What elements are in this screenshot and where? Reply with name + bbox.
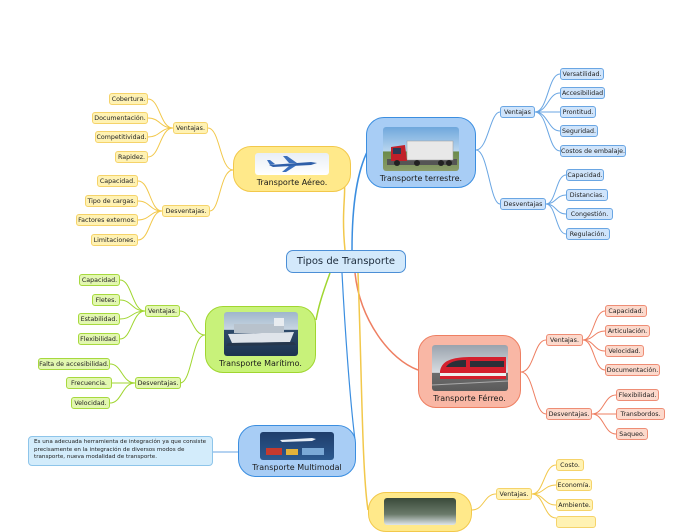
ship-image <box>223 312 298 356</box>
maritimo-desventaja-item[interactable]: Frecuencia. <box>66 377 112 389</box>
aereo-desventajas[interactable]: Desventajas. <box>162 205 210 217</box>
aereo-desventaja-item[interactable]: Limitaciones. <box>91 234 138 246</box>
aereo-desventaja-item[interactable]: Capacidad. <box>97 175 138 187</box>
node-transporte-terrestre[interactable]: Transporte terrestre. <box>366 117 476 188</box>
node-transporte-multimodal[interactable]: Transporte Multimodal <box>238 425 356 477</box>
multimodal-note[interactable]: Es una adecuada herramienta de integraci… <box>28 436 213 466</box>
fluvial-ventaja-item[interactable]: Economía. <box>556 479 592 491</box>
terrestre-ventaja-item[interactable]: Costos de embalaje. <box>560 145 626 157</box>
terrestre-ventaja-item[interactable]: Seguridad. <box>560 125 598 137</box>
node-transporte-ferreo[interactable]: Transporte Férreo. <box>418 335 521 408</box>
terrestre-ventajas[interactable]: Ventajas <box>500 106 535 118</box>
terrestre-desventaja-item[interactable]: Regulación. <box>566 228 610 240</box>
ferreo-ventaja-item[interactable]: Articulación. <box>605 325 650 337</box>
node-bottom-transporte[interactable] <box>368 492 472 532</box>
aereo-ventaja-item[interactable]: Documentación. <box>92 112 148 124</box>
multimodal-image <box>260 432 334 460</box>
aereo-ventaja-item[interactable]: Competitividad. <box>95 131 148 143</box>
node-transporte-aereo[interactable]: Transporte Aéreo. <box>233 146 351 192</box>
airplane-image <box>255 153 329 175</box>
ferreo-desventajas[interactable]: Desventajas. <box>546 408 592 420</box>
node-transporte-maritimo[interactable]: Transporte Marítimo. <box>205 306 316 373</box>
terrestre-ventaja-item[interactable]: Versatilidad. <box>560 68 604 80</box>
node-title: Transporte Aéreo. <box>256 178 328 187</box>
ferreo-desventaja-item[interactable]: Transbordos. <box>616 408 665 420</box>
maritimo-ventaja-item[interactable]: Estabilidad. <box>78 313 120 325</box>
ferreo-desventaja-item[interactable]: Flexibilidad. <box>616 389 659 401</box>
ferreo-ventaja-item[interactable]: Capacidad. <box>605 305 647 317</box>
terrestre-desventaja-item[interactable]: Congestión. <box>566 208 613 220</box>
node-title: Transporte terrestre. <box>379 174 463 183</box>
node-title: Transporte Férreo. <box>433 394 506 403</box>
maritimo-ventajas[interactable]: Ventajas. <box>145 305 180 317</box>
aereo-desventaja-item[interactable]: Factores externos. <box>76 214 138 226</box>
maritimo-desventajas[interactable]: Desventajas. <box>135 377 181 389</box>
aereo-ventaja-item[interactable]: Cobertura. <box>109 93 148 105</box>
maritimo-ventaja-item[interactable]: Flexibilidad. <box>78 333 120 345</box>
maritimo-desventaja-item[interactable]: Velocidad. <box>71 397 110 409</box>
terrestre-desventaja-item[interactable]: Distancias. <box>566 189 608 201</box>
terrestre-ventaja-item[interactable]: Accesibilidad <box>560 87 605 99</box>
fluvial-ventaja-item[interactable]: Costo. <box>556 459 584 471</box>
aereo-ventajas[interactable]: Ventajas. <box>173 122 208 134</box>
ferreo-desventaja-item[interactable]: Saqueo. <box>616 428 648 440</box>
aereo-ventaja-item[interactable]: Rapidez. <box>115 151 148 163</box>
ferreo-ventaja-item[interactable]: Documentación. <box>605 364 660 376</box>
terrestre-desventaja-item[interactable]: Capacidad. <box>566 169 604 181</box>
node-title: Transporte Marítimo. <box>219 359 302 368</box>
node-title: Transporte Multimodal <box>252 463 342 472</box>
fluvial-ventaja-item-partial[interactable] <box>556 516 596 528</box>
maritimo-ventaja-item[interactable]: Capacidad. <box>79 274 120 286</box>
fluvial-ventaja-item[interactable]: Ambiente. <box>556 499 593 511</box>
train-image <box>431 345 508 391</box>
aereo-desventaja-item[interactable]: Tipo de cargas. <box>85 195 138 207</box>
connector-lines <box>109 73 617 519</box>
maritimo-desventaja-item[interactable]: Falta de accesibilidad. <box>38 358 110 370</box>
terrestre-ventaja-item[interactable]: Prontitud. <box>560 106 596 118</box>
river-image <box>384 498 456 525</box>
central-topic[interactable]: Tipos de Transporte <box>286 250 406 273</box>
ferreo-ventajas[interactable]: Ventajas. <box>546 334 583 346</box>
terrestre-desventajas[interactable]: Desventajas <box>500 198 546 210</box>
truck-image <box>383 127 459 171</box>
maritimo-ventaja-item[interactable]: Fletes. <box>92 294 120 306</box>
fluvial-ventajas[interactable]: Ventajas. <box>496 488 532 500</box>
ferreo-ventaja-item[interactable]: Velocidad. <box>605 345 644 357</box>
